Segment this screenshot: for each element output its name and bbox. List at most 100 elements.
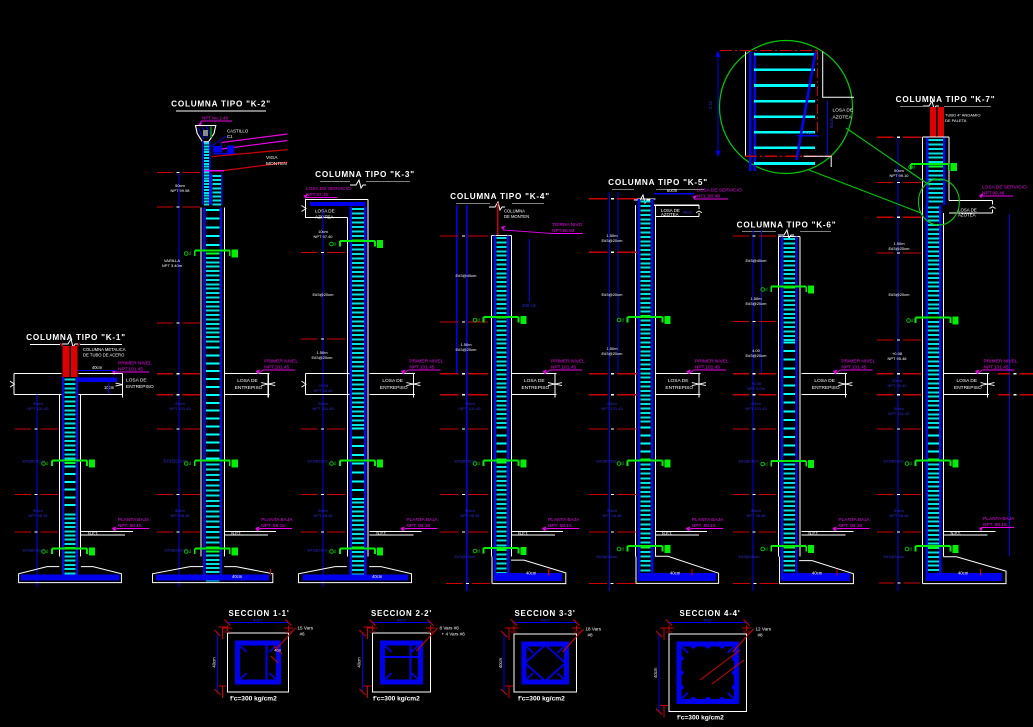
svg-text:50cm: 50cm — [33, 508, 43, 513]
svg-text:d: d — [189, 461, 192, 466]
svg-text:1.50m: 1.50m — [893, 241, 905, 246]
svg-text:COLUMNA TIPO "K-6": COLUMNA TIPO "K-6" — [737, 221, 837, 230]
svg-text:d: d — [910, 547, 913, 552]
svg-text:LOSA DE: LOSA DE — [315, 209, 335, 214]
svg-text:COLUMNA TIPO "K-5": COLUMNA TIPO "K-5" — [608, 178, 708, 187]
svg-text:40cm: 40cm — [372, 574, 383, 579]
svg-text:10cm: 10cm — [318, 229, 328, 234]
svg-text:NPT. 98.15: NPT. 98.15 — [838, 523, 862, 529]
svg-text:50cm: 50cm — [318, 508, 328, 513]
svg-text:#8: #8 — [588, 633, 594, 638]
svg-text:DE MONTEN: DE MONTEN — [504, 214, 529, 219]
svg-text:1.50m: 1.50m — [606, 346, 618, 351]
svg-text:NPT.101.45: NPT.101.45 — [118, 367, 143, 373]
svg-text:PLANTA BAJA: PLANTA BAJA — [692, 517, 724, 523]
svg-text:40cm: 40cm — [670, 571, 681, 576]
svg-text:E#3@10cm: E#3@10cm — [308, 548, 330, 553]
svg-text:VARILLA: VARILLA — [164, 258, 180, 263]
svg-text:8 Vars #8: 8 Vars #8 — [440, 626, 460, 631]
svg-text:E#3@20cm: E#3@20cm — [602, 238, 624, 243]
svg-text:SECCION 1-1': SECCION 1-1' — [228, 609, 289, 618]
svg-text:40cm: 40cm — [397, 618, 406, 622]
svg-text:NPT.97.40: NPT.97.40 — [306, 192, 329, 198]
svg-text:LOSA DE SERVICIO: LOSA DE SERVICIO — [306, 186, 351, 192]
svg-text:d: d — [334, 461, 337, 466]
svg-text:1.50m: 1.50m — [750, 296, 762, 301]
svg-text:40cm: 40cm — [498, 657, 503, 668]
svg-text:f'c=300 kg/cm2: f'c=300 kg/cm2 — [230, 696, 277, 703]
svg-text:NPT 95.40: NPT 95.40 — [313, 388, 333, 393]
svg-text:N.P.T.: N.P.T. — [808, 531, 818, 536]
svg-text:40cm: 40cm — [541, 618, 550, 622]
svg-text:5cm: 5cm — [285, 630, 292, 634]
svg-text:NPT 99.98: NPT 99.98 — [170, 188, 190, 193]
svg-text:NPT.101.45: NPT.101.45 — [409, 365, 434, 371]
svg-text:COLUMNA TIPO "K-3": COLUMNA TIPO "K-3" — [315, 170, 415, 179]
svg-text:d: d — [189, 549, 192, 554]
svg-text:SECCION 4-4': SECCION 4-4' — [679, 609, 740, 618]
svg-text:VIGA: VIGA — [266, 155, 278, 161]
svg-text:200 cm: 200 cm — [522, 303, 537, 308]
svg-text:NPT 98.48: NPT 98.48 — [746, 513, 766, 518]
svg-text:PRIMER NIVEL: PRIMER NIVEL — [984, 359, 1018, 365]
svg-text:E#3@10cm: E#3@10cm — [455, 554, 477, 559]
svg-text:COLUMNA METALICA: COLUMNA METALICA — [83, 347, 126, 352]
svg-text:PRIMER NIVEL: PRIMER NIVEL — [409, 359, 443, 365]
svg-text:d: d — [478, 318, 481, 323]
svg-text:COLUMNA TIPO "K-7": COLUMNA TIPO "K-7" — [896, 95, 996, 104]
svg-text:d: d — [478, 549, 481, 554]
svg-text:40cm: 40cm — [232, 574, 243, 579]
svg-text:ENTREPISO: ENTREPISO — [380, 385, 408, 391]
svg-text:d: d — [622, 461, 625, 466]
svg-text:NPT.101.45: NPT.101.45 — [984, 365, 1009, 371]
svg-text:DE TUBO DE ACERO: DE TUBO DE ACERO — [83, 353, 125, 358]
svg-text:DE PALETA: DE PALETA — [945, 118, 967, 123]
svg-text:N.P.T.: N.P.T. — [88, 531, 98, 536]
svg-text:d: d — [622, 318, 625, 323]
svg-text:LOSA DE SERVICIO: LOSA DE SERVICIO — [697, 188, 742, 194]
svg-text:90cm: 90cm — [894, 406, 904, 411]
svg-text:5cm: 5cm — [369, 630, 376, 634]
svg-text:NCL.90.48: NCL.90.48 — [697, 194, 720, 200]
svg-text:40cm: 40cm — [653, 667, 658, 678]
svg-text:5cm: 5cm — [573, 630, 580, 634]
svg-text:20cm: 20cm — [892, 378, 902, 383]
svg-text:40cm: 40cm — [253, 618, 262, 622]
svg-text:NPT. 98.15: NPT. 98.15 — [692, 523, 716, 529]
svg-text:90cm: 90cm — [33, 401, 43, 406]
svg-text:PLANTA BAJA: PLANTA BAJA — [406, 517, 438, 523]
svg-text:TUBO 4" ANDAMIO: TUBO 4" ANDAMIO — [945, 113, 980, 118]
svg-text:PLANTA BAJA: PLANTA BAJA — [983, 516, 1015, 522]
svg-text:+0.08: +0.08 — [751, 381, 762, 386]
svg-text:90cm: 90cm — [751, 401, 761, 406]
svg-text:NPT.No.1.48: NPT.No.1.48 — [202, 116, 228, 121]
svg-text:E#3@10cm: E#3@10cm — [165, 548, 187, 553]
svg-text:NPT 101.45: NPT 101.45 — [888, 411, 910, 416]
svg-text:NPT 95.48: NPT 95.48 — [887, 356, 907, 361]
svg-text:f'c=300 kg/cm2: f'c=300 kg/cm2 — [677, 715, 724, 722]
svg-text:NPT 98.48: NPT 98.48 — [28, 513, 48, 518]
svg-text:ENTREPISO: ENTREPISO — [126, 384, 154, 390]
svg-text:COLUMNA TIPO "K-1": COLUMNA TIPO "K-1" — [26, 333, 126, 342]
svg-text:40cm: 40cm — [703, 618, 712, 622]
svg-text:AZOTEA: AZOTEA — [661, 212, 679, 217]
svg-text:E#3@20cm: E#3@20cm — [312, 355, 334, 360]
svg-text:E#3@40cm: E#3@40cm — [746, 258, 768, 263]
svg-text:2.40: 2.40 — [708, 100, 713, 109]
svg-text:NPT 99.10: NPT 99.10 — [889, 173, 909, 178]
svg-text:1.50m: 1.50m — [460, 342, 472, 347]
svg-text:f'c=300 kg/cm2: f'c=300 kg/cm2 — [373, 696, 420, 703]
svg-text:E#3@10cm: E#3@10cm — [597, 554, 619, 559]
svg-text:+ 4 Vars #6: + 4 Vars #6 — [442, 632, 466, 637]
svg-text:d: d — [910, 461, 913, 466]
svg-text:40cm: 40cm — [526, 571, 537, 576]
svg-text:LOSA DE: LOSA DE — [833, 108, 854, 114]
svg-text:E#3@15cm: E#3@15cm — [455, 459, 477, 464]
svg-text:90cm: 90cm — [465, 401, 475, 406]
svg-text:d: d — [765, 287, 768, 292]
svg-text:NPT.101.45: NPT.101.45 — [695, 365, 720, 371]
svg-text:NPT.98.93: NPT.98.93 — [552, 228, 575, 234]
svg-text:40cm: 40cm — [683, 210, 692, 214]
svg-text:NPT 98.48: NPT 98.48 — [313, 513, 333, 518]
svg-text:PRIMER NIVEL: PRIMER NIVEL — [118, 361, 152, 367]
